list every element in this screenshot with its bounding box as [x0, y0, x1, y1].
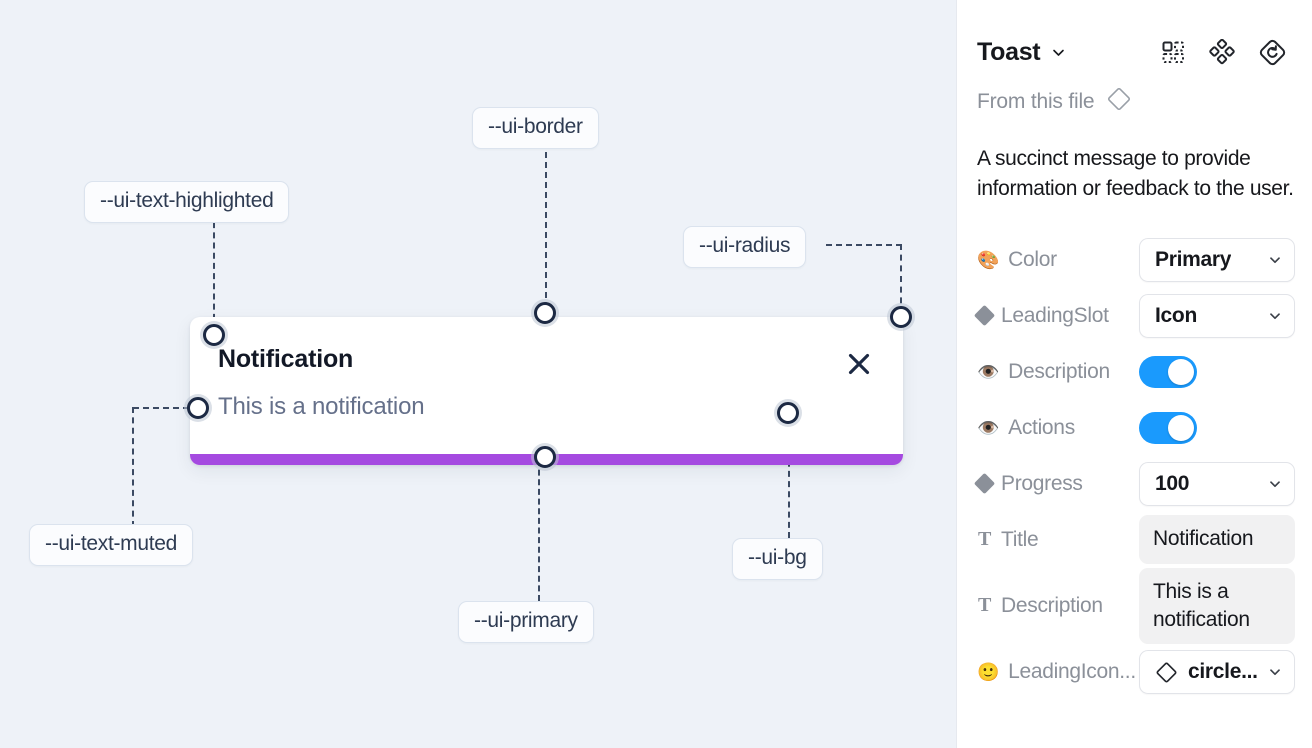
toast-description: This is a notification — [218, 393, 425, 420]
property-control-description: This is a notification — [1139, 567, 1295, 645]
text-t-icon: T — [977, 594, 992, 617]
property-list: 🎨 Color Primary — [957, 232, 1312, 701]
eye-emoji: 👁️ — [977, 417, 1000, 438]
property-row-description: T Description This is a notification — [957, 567, 1312, 645]
description-input[interactable]: This is a notification — [1139, 567, 1295, 645]
diamond-outline-icon — [1155, 661, 1178, 684]
property-label-actions-visibility: 👁️ Actions — [977, 415, 1075, 439]
close-x-icon[interactable] — [845, 350, 873, 378]
property-label-description-visibility: 👁️ Description — [977, 359, 1110, 383]
handle-ui-text-muted[interactable] — [187, 397, 209, 419]
annotation-ui-bg[interactable]: --ui-bg — [732, 538, 823, 581]
leadingslot-select[interactable]: Icon — [1139, 293, 1295, 338]
panel-header: Toast — [957, 0, 1312, 66]
chevron-down-icon — [1260, 477, 1282, 491]
handle-ui-primary[interactable] — [534, 446, 556, 468]
toast-title: Notification — [218, 345, 354, 373]
property-label-title: T Title — [977, 527, 1039, 551]
property-label-leadingslot: LeadingSlot — [973, 304, 1139, 328]
eye-emoji: 👁️ — [977, 361, 1000, 382]
title-input[interactable]: Notification — [1139, 515, 1295, 564]
panel-header-actions — [1161, 39, 1286, 66]
property-control-actions-visibility — [1139, 411, 1295, 444]
connector-ui-text-highlighted — [213, 212, 215, 330]
reset-diamond-icon[interactable] — [1259, 39, 1286, 66]
property-control-description-visibility — [1139, 355, 1295, 388]
from-this-file-label: From this file — [977, 90, 1095, 113]
property-control-leadingslot: Icon — [1139, 293, 1295, 338]
property-row-progress: Progress 100 — [957, 456, 1312, 512]
property-row-leadingicon: 🙂 LeadingIcon... circle... — [957, 644, 1312, 700]
connector-ui-radius-vertical — [900, 244, 902, 314]
property-control-leadingicon: circle... — [1139, 650, 1295, 695]
property-label-leadingicon: 🙂 LeadingIcon... — [977, 660, 1136, 684]
design-canvas[interactable]: Notification This is a notification --ui… — [0, 0, 956, 748]
connector-ui-border — [545, 142, 547, 308]
from-this-file-row[interactable]: From this file — [957, 86, 1312, 118]
property-control-progress: 100 — [1139, 461, 1295, 506]
property-row-title: T Title Notification — [957, 512, 1312, 568]
property-control-title: Notification — [1139, 515, 1295, 564]
connector-ui-radius-horizontal — [826, 244, 902, 246]
connector-ui-primary — [538, 460, 540, 601]
property-control-color: Primary — [1139, 237, 1295, 282]
diamond-filled-icon — [973, 473, 996, 495]
text-t-icon: T — [977, 528, 992, 551]
description-toggle[interactable] — [1139, 355, 1197, 388]
handle-ui-border[interactable] — [534, 302, 556, 324]
property-row-leadingslot: LeadingSlot Icon — [957, 288, 1312, 344]
panel-title: Toast — [977, 37, 1041, 66]
property-label-description: T Description — [977, 593, 1103, 617]
annotation-ui-radius[interactable]: --ui-radius — [683, 226, 807, 269]
annotation-ui-border[interactable]: --ui-border — [472, 107, 599, 150]
color-select[interactable]: Primary — [1139, 237, 1295, 282]
annotation-ui-primary[interactable]: --ui-primary — [458, 601, 594, 644]
palette-emoji: 🎨 — [977, 249, 1000, 270]
annotation-ui-text-muted[interactable]: --ui-text-muted — [29, 524, 194, 567]
property-label-color: 🎨 Color — [977, 247, 1057, 271]
chevron-down-icon — [1260, 253, 1282, 267]
progress-select[interactable]: 100 — [1139, 461, 1295, 506]
connector-ui-text-muted-vertical — [132, 407, 134, 527]
property-row-color: 🎨 Color Primary — [957, 232, 1312, 288]
diamond-filled-icon — [973, 305, 996, 327]
component-description: A succinct message to provide informatio… — [977, 147, 1294, 200]
property-label-progress: Progress — [973, 472, 1139, 496]
properties-panel: Toast — [956, 0, 1312, 748]
component-grid-icon[interactable] — [1161, 40, 1185, 64]
chevron-down-icon — [1260, 665, 1282, 679]
handle-ui-radius[interactable] — [890, 306, 912, 328]
annotation-ui-text-highlighted[interactable]: --ui-text-highlighted — [84, 181, 290, 224]
actions-toggle[interactable] — [1139, 411, 1197, 444]
property-row-actions-visibility: 👁️ Actions — [957, 400, 1312, 456]
property-row-description-visibility: 👁️ Description — [957, 344, 1312, 400]
chevron-down-icon — [1260, 309, 1282, 323]
chevron-down-icon[interactable] — [1051, 45, 1066, 60]
leadingicon-select[interactable]: circle... — [1139, 650, 1295, 695]
four-diamonds-icon[interactable] — [1209, 39, 1235, 65]
diamond-outline-icon — [1106, 86, 1132, 118]
handle-ui-bg[interactable] — [777, 402, 799, 424]
smiley-emoji: 🙂 — [977, 662, 1000, 683]
handle-ui-text-highlighted[interactable] — [203, 324, 225, 346]
toast-preview-card[interactable]: Notification This is a notification — [190, 317, 903, 465]
